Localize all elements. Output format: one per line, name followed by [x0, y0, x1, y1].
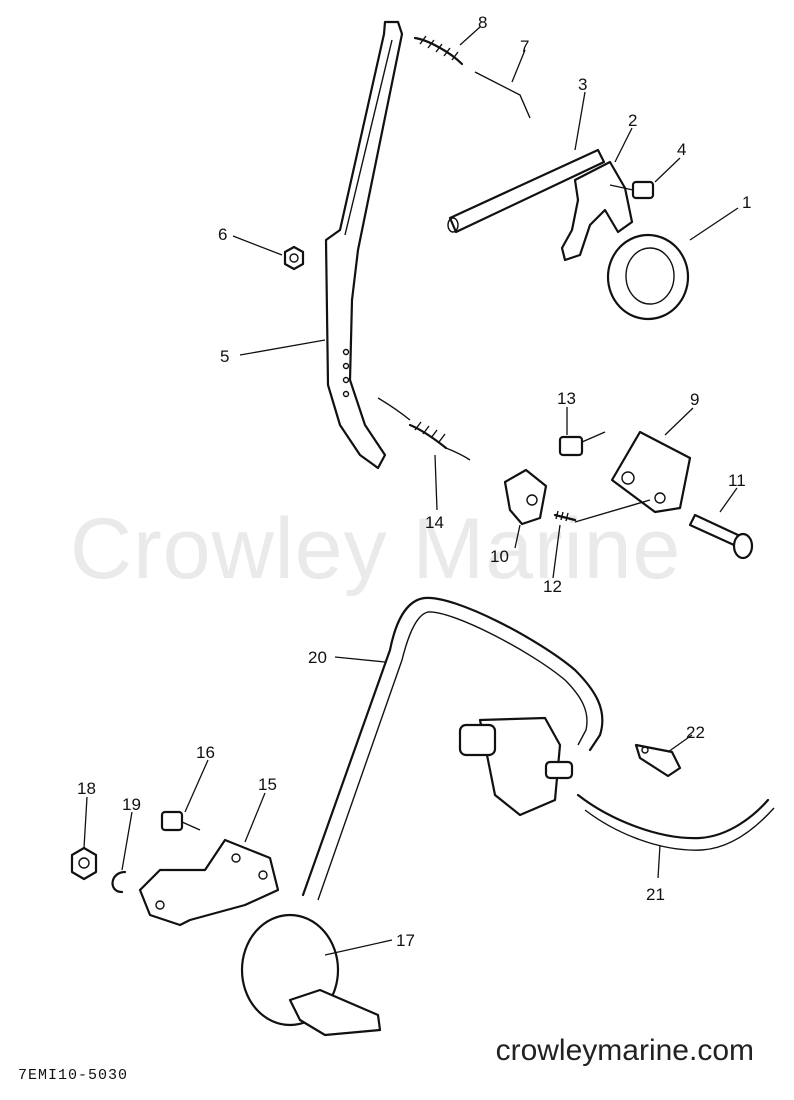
part-12-spring[interactable] — [553, 499, 651, 523]
part-3-rod[interactable] — [447, 148, 606, 234]
site-url[interactable]: crowleymarine.com — [495, 1034, 754, 1067]
callout-17: 17 — [396, 931, 415, 950]
diagram-code: 7EMI10-5030 — [18, 1067, 129, 1084]
callout-16: 16 — [196, 743, 215, 762]
part-16-bolt[interactable] — [160, 810, 201, 832]
callout-8: 8 — [478, 13, 487, 32]
callout-12: 12 — [543, 577, 562, 596]
part-17-diaphragm[interactable] — [240, 913, 382, 1037]
part-9-bracket[interactable] — [610, 430, 692, 514]
watermark-text: Crowley Marine — [70, 501, 682, 597]
callout-20: 20 — [308, 648, 327, 667]
part-22-clip[interactable] — [634, 743, 682, 778]
callout-5: 5 — [220, 347, 229, 366]
callout-18: 18 — [77, 779, 96, 798]
callout-22: 22 — [686, 723, 705, 742]
part-4-screw[interactable] — [609, 180, 655, 200]
callout-labels: 1 2 3 4 5 6 7 8 9 10 11 12 13 14 15 16 1… — [77, 13, 751, 950]
part-21-hose[interactable] — [576, 793, 775, 851]
part-6-nut[interactable] — [283, 245, 305, 271]
callout-4: 4 — [677, 140, 686, 159]
callout-3: 3 — [578, 75, 587, 94]
part-15-bracket[interactable] — [138, 838, 280, 927]
callout-2: 2 — [628, 111, 637, 130]
part-10-small-bracket[interactable] — [503, 468, 548, 526]
part-19-washer[interactable] — [111, 870, 127, 894]
callout-21: 21 — [646, 885, 665, 904]
callout-19: 19 — [122, 795, 141, 814]
part-7-clip[interactable] — [474, 71, 531, 119]
callout-11: 11 — [728, 471, 746, 490]
part-20-hose[interactable] — [301, 596, 604, 901]
callout-14: 14 — [425, 513, 444, 532]
part-18-nut[interactable] — [70, 846, 98, 881]
vacuum-switch-valve[interactable] — [458, 716, 574, 817]
callout-9: 9 — [690, 390, 699, 409]
leader-lines — [83, 26, 739, 956]
callout-10: 10 — [490, 547, 509, 566]
callout-6: 6 — [218, 225, 227, 244]
part-8-spring[interactable] — [413, 35, 464, 66]
part-13-bolt[interactable] — [558, 431, 606, 457]
part-14-spring[interactable] — [377, 397, 471, 461]
part-1-ring[interactable] — [606, 233, 690, 321]
callout-1: 1 — [742, 193, 751, 212]
callout-13: 13 — [557, 389, 576, 408]
callout-7: 7 — [520, 37, 529, 56]
part-11-bolt[interactable] — [688, 513, 754, 560]
part-5-link-arm[interactable] — [324, 20, 404, 470]
callout-15: 15 — [258, 775, 277, 794]
